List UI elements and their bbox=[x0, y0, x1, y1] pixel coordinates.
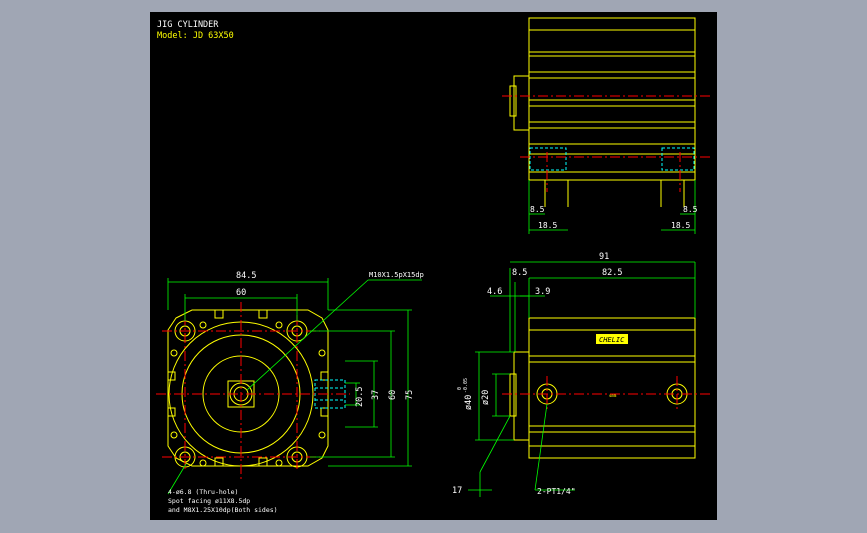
note-both-sides: and M8X1.25X10dp(Both sides) bbox=[168, 506, 278, 514]
dim-height-20-5: 20.5 bbox=[355, 387, 365, 407]
front-view-hidden-port bbox=[314, 379, 346, 409]
dim-side-tolerance: -0.05 bbox=[463, 378, 469, 393]
dim-height-60: 60 bbox=[388, 390, 398, 400]
drawing-title: JIG CYLINDER bbox=[157, 20, 219, 30]
dim-port: 2-PT1/4" bbox=[537, 487, 576, 496]
front-view-body bbox=[167, 309, 329, 467]
cad-drawing: JIG CYLINDER Model: JD 63X50 bbox=[156, 17, 710, 514]
dim-height-75: 75 bbox=[405, 390, 415, 400]
top-view-centerlines bbox=[502, 95, 710, 192]
note-spot-facing: Spot facing ø11X8.5dp bbox=[168, 497, 250, 505]
dim-top-right-18-5: 18.5 bbox=[671, 221, 690, 230]
dim-width-60: 60 bbox=[236, 288, 246, 298]
side-view-rod-end bbox=[513, 351, 530, 441]
dim-side-3-9: 3.9 bbox=[535, 287, 550, 297]
top-view-hidden-lines bbox=[529, 147, 695, 171]
front-view-dimensions bbox=[167, 278, 422, 495]
dim-side-91: 91 bbox=[599, 252, 609, 262]
front-view-centerlines bbox=[156, 302, 350, 482]
dim-side-diameter-20: ø20 bbox=[481, 390, 491, 405]
dim-side-82-5: 82.5 bbox=[602, 268, 622, 278]
dim-top-left-18-5: 18.5 bbox=[538, 221, 557, 230]
top-view-body bbox=[528, 17, 696, 145]
top-view-dimensions bbox=[528, 180, 696, 234]
dim-side-4-6: 4.6 bbox=[487, 287, 502, 297]
dim-side-17: 17 bbox=[452, 486, 462, 496]
top-view bbox=[509, 17, 696, 207]
dim-side-tolerance-zero: 0 bbox=[457, 387, 463, 390]
brand-label: CHELIC bbox=[599, 336, 625, 344]
dim-side-8-5: 8.5 bbox=[512, 268, 527, 278]
dim-top-right-8-5: 8.5 bbox=[683, 205, 698, 214]
dim-top-left-8-5: 8.5 bbox=[530, 205, 545, 214]
dim-width-84-5: 84.5 bbox=[236, 271, 256, 281]
dim-height-37: 37 bbox=[371, 390, 381, 400]
side-view-dimensions bbox=[468, 261, 696, 497]
small-label: 4mm bbox=[609, 393, 617, 398]
side-view-centerlines bbox=[502, 376, 710, 412]
model-label: Model: JD 63X50 bbox=[157, 31, 234, 41]
side-view-brand-label: CHELIC 4mm bbox=[596, 334, 628, 398]
dim-side-diameter-40: ø40 bbox=[464, 395, 474, 410]
dim-thread: M10X1.5pX15dp bbox=[369, 271, 424, 279]
front-view-small-holes bbox=[170, 321, 326, 467]
front-view bbox=[167, 309, 329, 468]
drawing-sheet: JIG CYLINDER Model: JD 63X50 bbox=[150, 12, 717, 520]
top-view-rod-end bbox=[513, 75, 530, 131]
note-thru-hole: 4-ø6.8 (Thru-hole) bbox=[168, 488, 238, 496]
top-view-base bbox=[528, 143, 696, 181]
